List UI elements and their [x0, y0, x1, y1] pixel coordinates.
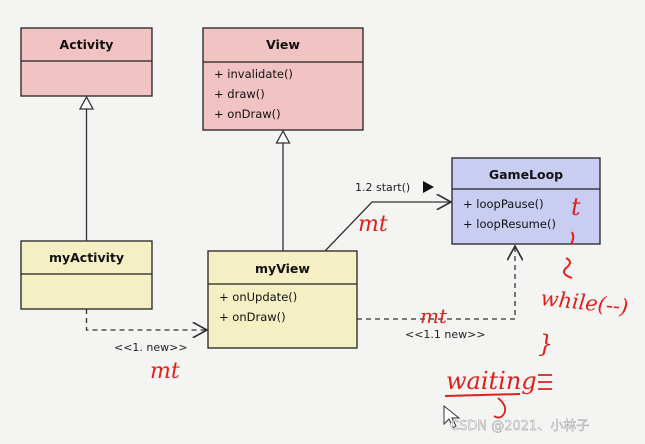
- edge-inherit-view: [275, 129, 291, 251]
- edge-new-myview-label: <<1. new>>: [114, 341, 188, 354]
- annotation-brace: }: [538, 330, 553, 358]
- edge-start: 1.2 start(): [324, 181, 451, 252]
- edge-new-myview: <<1. new>>: [85, 309, 208, 354]
- class-activity: Activity: [20, 27, 153, 97]
- class-view: View + invalidate() + draw() + onDraw(): [202, 27, 364, 131]
- class-myactivity-title: myActivity: [49, 250, 124, 265]
- class-view-member: + onDraw(): [214, 107, 281, 121]
- edge-inherit-activity: [78, 95, 95, 241]
- class-view-member: + invalidate(): [214, 67, 293, 81]
- annotation-mt: mt: [420, 304, 448, 328]
- class-view-title: View: [266, 37, 300, 52]
- class-activity-title: Activity: [60, 37, 114, 52]
- mouse-cursor-icon: [443, 404, 461, 429]
- class-gameloop-title: GameLoop: [489, 167, 563, 182]
- class-myview-title: myView: [255, 261, 310, 276]
- class-myactivity: myActivity: [20, 240, 153, 310]
- class-view-member: + draw(): [214, 87, 265, 101]
- annotation-waiting: waiting: [446, 367, 537, 395]
- class-myview-member: + onDraw(): [219, 310, 286, 324]
- annotation-t: t: [571, 193, 581, 221]
- watermark: CSDN @2021、小林子: [450, 419, 589, 434]
- class-myview-member: + onUpdate(): [219, 290, 297, 304]
- direction-arrow-icon: [423, 181, 434, 193]
- annotation-mt: mt: [358, 212, 388, 237]
- class-gameloop-member: + loopPause(): [463, 197, 544, 211]
- edge-new-gameloop: <<1.1 new>>: [357, 246, 515, 341]
- annotation-mt: mt: [150, 359, 180, 384]
- annotation-while: while(--): [539, 286, 629, 319]
- class-myview: myView + onUpdate() + onDraw(): [207, 250, 358, 349]
- class-gameloop-member: + loopResume(): [463, 217, 556, 231]
- handwritten-annotations: mt mt mt t while(--) } waiting: [150, 193, 629, 419]
- edge-start-label: 1.2 start(): [355, 181, 410, 194]
- edge-new-gameloop-label: <<1.1 new>>: [405, 328, 486, 341]
